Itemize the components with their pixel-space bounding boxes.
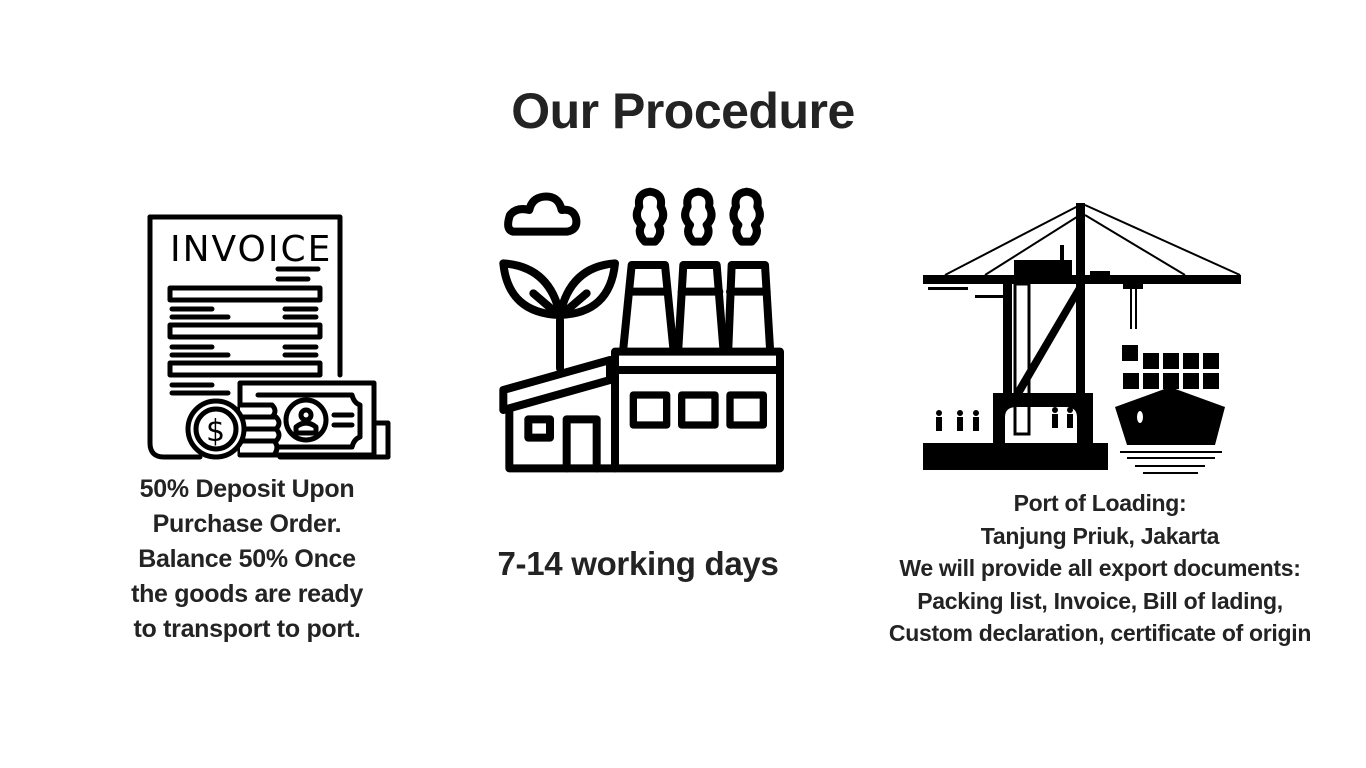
caption-line: Tanjung Priuk, Jakarta bbox=[980, 522, 1220, 549]
svg-text:INVOICE: INVOICE bbox=[170, 229, 332, 270]
caption-line: the goods are ready bbox=[131, 580, 363, 608]
factory-icon bbox=[490, 180, 790, 480]
caption-line: 50% Deposit Upon bbox=[139, 475, 355, 503]
page-title: Our Procedure bbox=[511, 83, 855, 139]
caption-line: Custom declaration, certificate of origi… bbox=[888, 620, 1312, 646]
caption-line: 7-14 working days bbox=[497, 545, 779, 582]
caption-line: Balance 50% Once bbox=[138, 545, 356, 573]
svg-text:$: $ bbox=[206, 414, 225, 449]
caption-line: We will provide all export documents: bbox=[899, 555, 1301, 581]
step-2-caption: 7-14 working days bbox=[470, 543, 806, 585]
step-1-caption: 50% Deposit Upon Purchase Order. Balance… bbox=[100, 472, 394, 647]
step-3-caption: Port of Loading: Tanjung Priuk, Jakarta … bbox=[850, 487, 1350, 650]
invoice-money-icon: INVOICE $ bbox=[140, 205, 400, 465]
caption-line: to transport to port. bbox=[133, 615, 361, 643]
caption-line: Packing list, Invoice, Bill of lading, bbox=[917, 587, 1283, 614]
caption-line: Purchase Order. bbox=[152, 510, 342, 538]
caption-line: Port of Loading: bbox=[1013, 490, 1187, 516]
port-crane-ship-icon bbox=[915, 195, 1250, 480]
